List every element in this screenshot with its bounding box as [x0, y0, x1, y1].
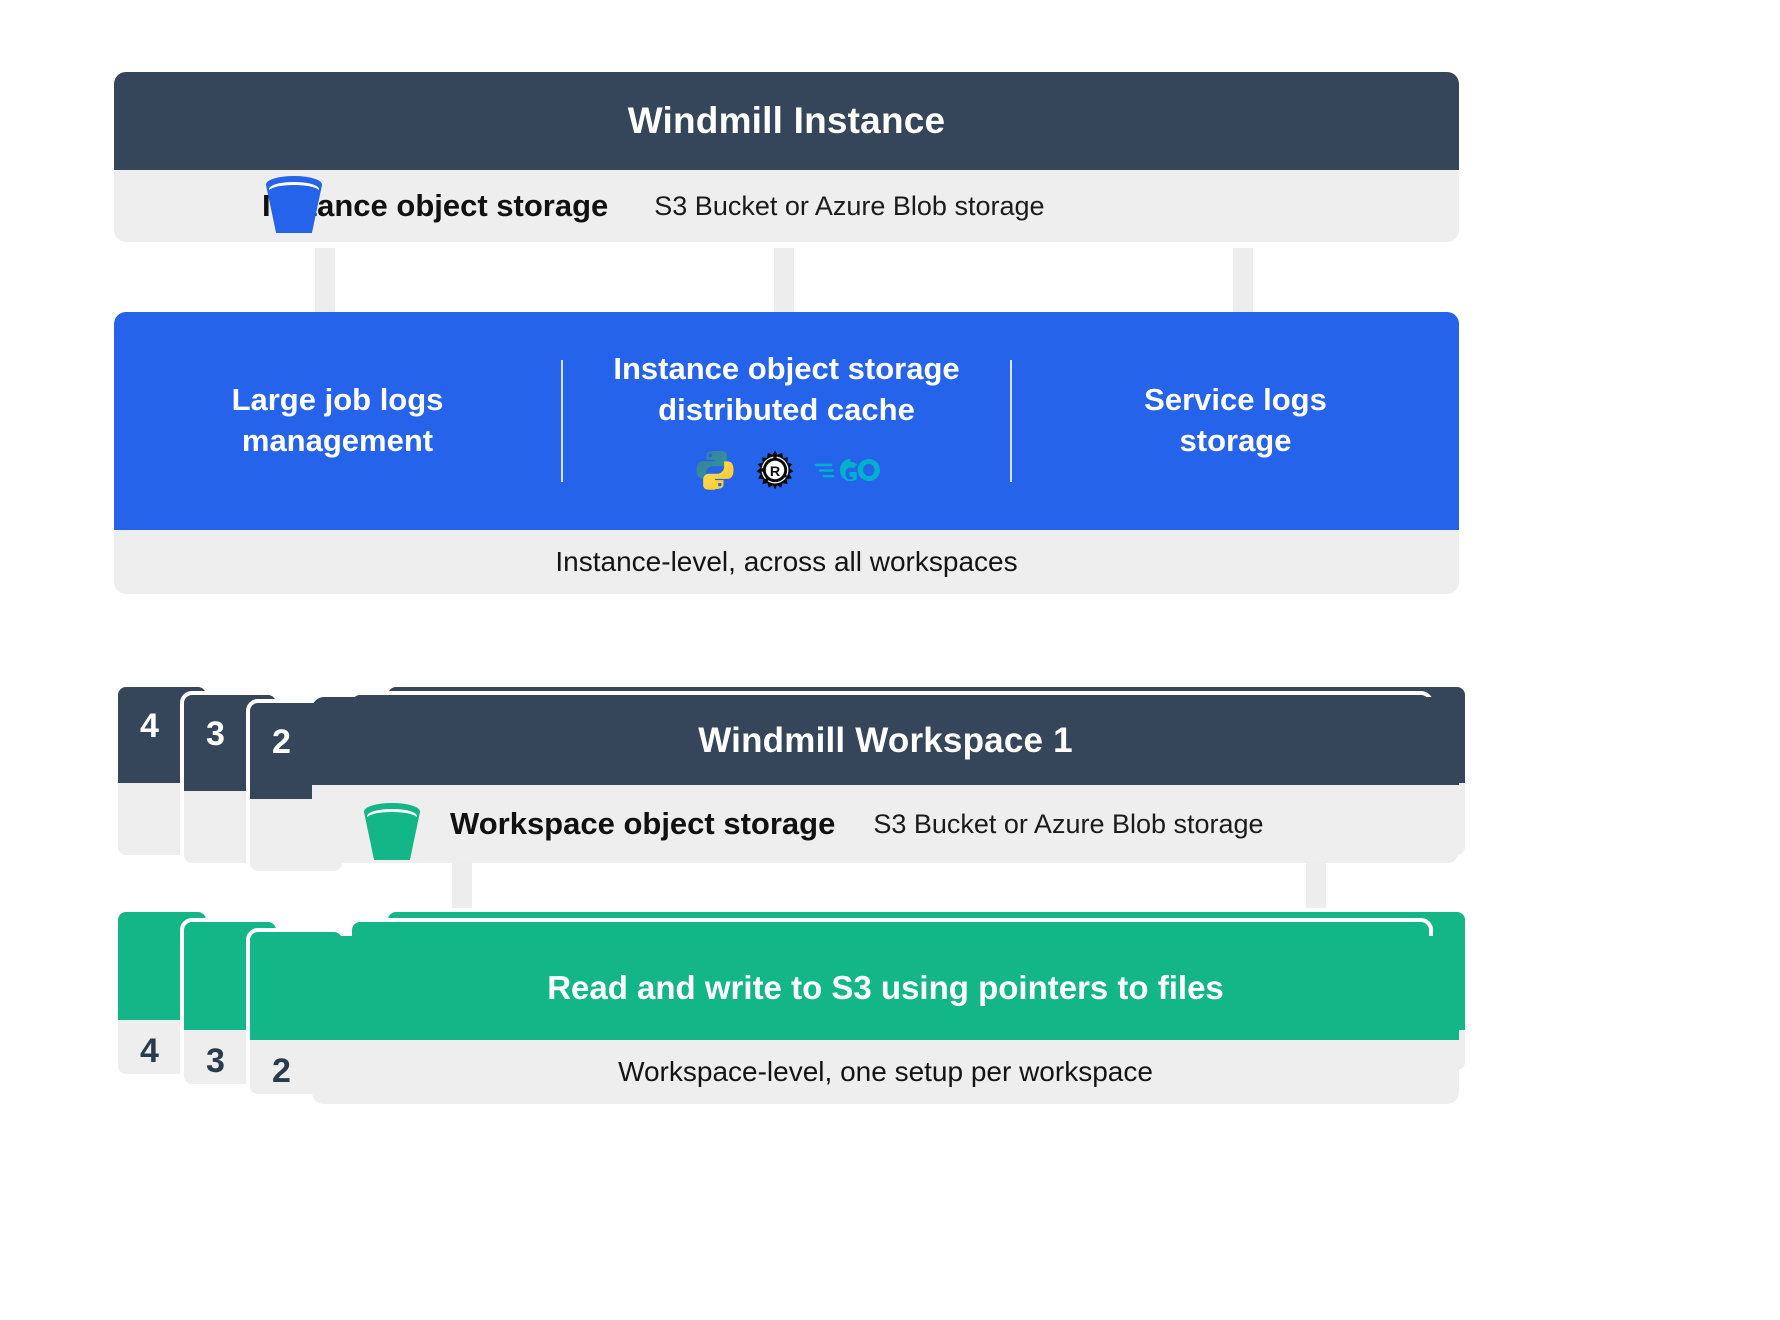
workspace-title: Windmill Workspace 1 [312, 697, 1459, 785]
instance-features-card: Large job logs management Instance objec… [114, 312, 1459, 594]
green-main-card: Read and write to S3 using pointers to f… [312, 936, 1459, 1104]
bucket-lip-inner [366, 812, 418, 826]
go-icon [814, 458, 880, 482]
instance-level-footer: Instance-level, across all workspaces [114, 530, 1459, 594]
arrow-shaft [1233, 248, 1253, 322]
feature-service-logs: Service logs storage [1012, 380, 1459, 462]
workspace-number: 3 [206, 715, 225, 753]
workspace-storage-row: Workspace object storage S3 Bucket or Az… [312, 785, 1459, 863]
workspace-main-card: Windmill Workspace 1 Workspace object st… [312, 697, 1459, 863]
bucket-lip-inner [268, 185, 320, 199]
workspace-storage-label: Workspace object storage [450, 806, 836, 841]
column-divider [1010, 360, 1012, 482]
arrow-shaft [315, 248, 335, 322]
language-logos: R [694, 447, 880, 493]
green-number: 4 [140, 1032, 159, 1070]
instance-storage-row: Instance object storage S3 Bucket or Azu… [114, 170, 1459, 242]
python-icon [695, 450, 734, 490]
workspace-number: 2 [272, 723, 291, 761]
green-title: Read and write to S3 using pointers to f… [312, 936, 1459, 1040]
green-number: 2 [272, 1052, 291, 1090]
green-number: 3 [206, 1042, 225, 1080]
rust-icon: R [756, 450, 793, 490]
feature-title: Large job logs management [231, 382, 444, 458]
s3-bucket-icon [364, 803, 420, 861]
feature-distributed-cache: Instance object storage distributed cach… [563, 349, 1010, 493]
svg-text:R: R [769, 464, 780, 480]
s3-bucket-icon [266, 176, 322, 234]
feature-title: Service logs storage [1144, 382, 1327, 458]
column-divider [561, 360, 563, 482]
instance-title: Windmill Instance [114, 72, 1459, 170]
features-panel: Large job logs management Instance objec… [114, 312, 1459, 530]
workspace-level-footer: Workspace-level, one setup per workspace [312, 1040, 1459, 1104]
green-stack: 4 3 2 Read and write to S3 using pointer… [114, 908, 1534, 1104]
feature-title: Instance object storage distributed cach… [613, 351, 960, 427]
workspace-number: 4 [140, 707, 159, 745]
workspace-stack: 4 3 2 Windmill Workspace 1 Workspace obj… [114, 683, 1534, 875]
windmill-instance-card: Windmill Instance Instance object storag… [114, 72, 1459, 242]
arrow-shaft [774, 248, 794, 322]
feature-large-job-logs: Large job logs management [114, 380, 561, 462]
instance-storage-subtitle: S3 Bucket or Azure Blob storage [654, 190, 1045, 221]
workspace-storage-subtitle: S3 Bucket or Azure Blob storage [873, 808, 1264, 839]
